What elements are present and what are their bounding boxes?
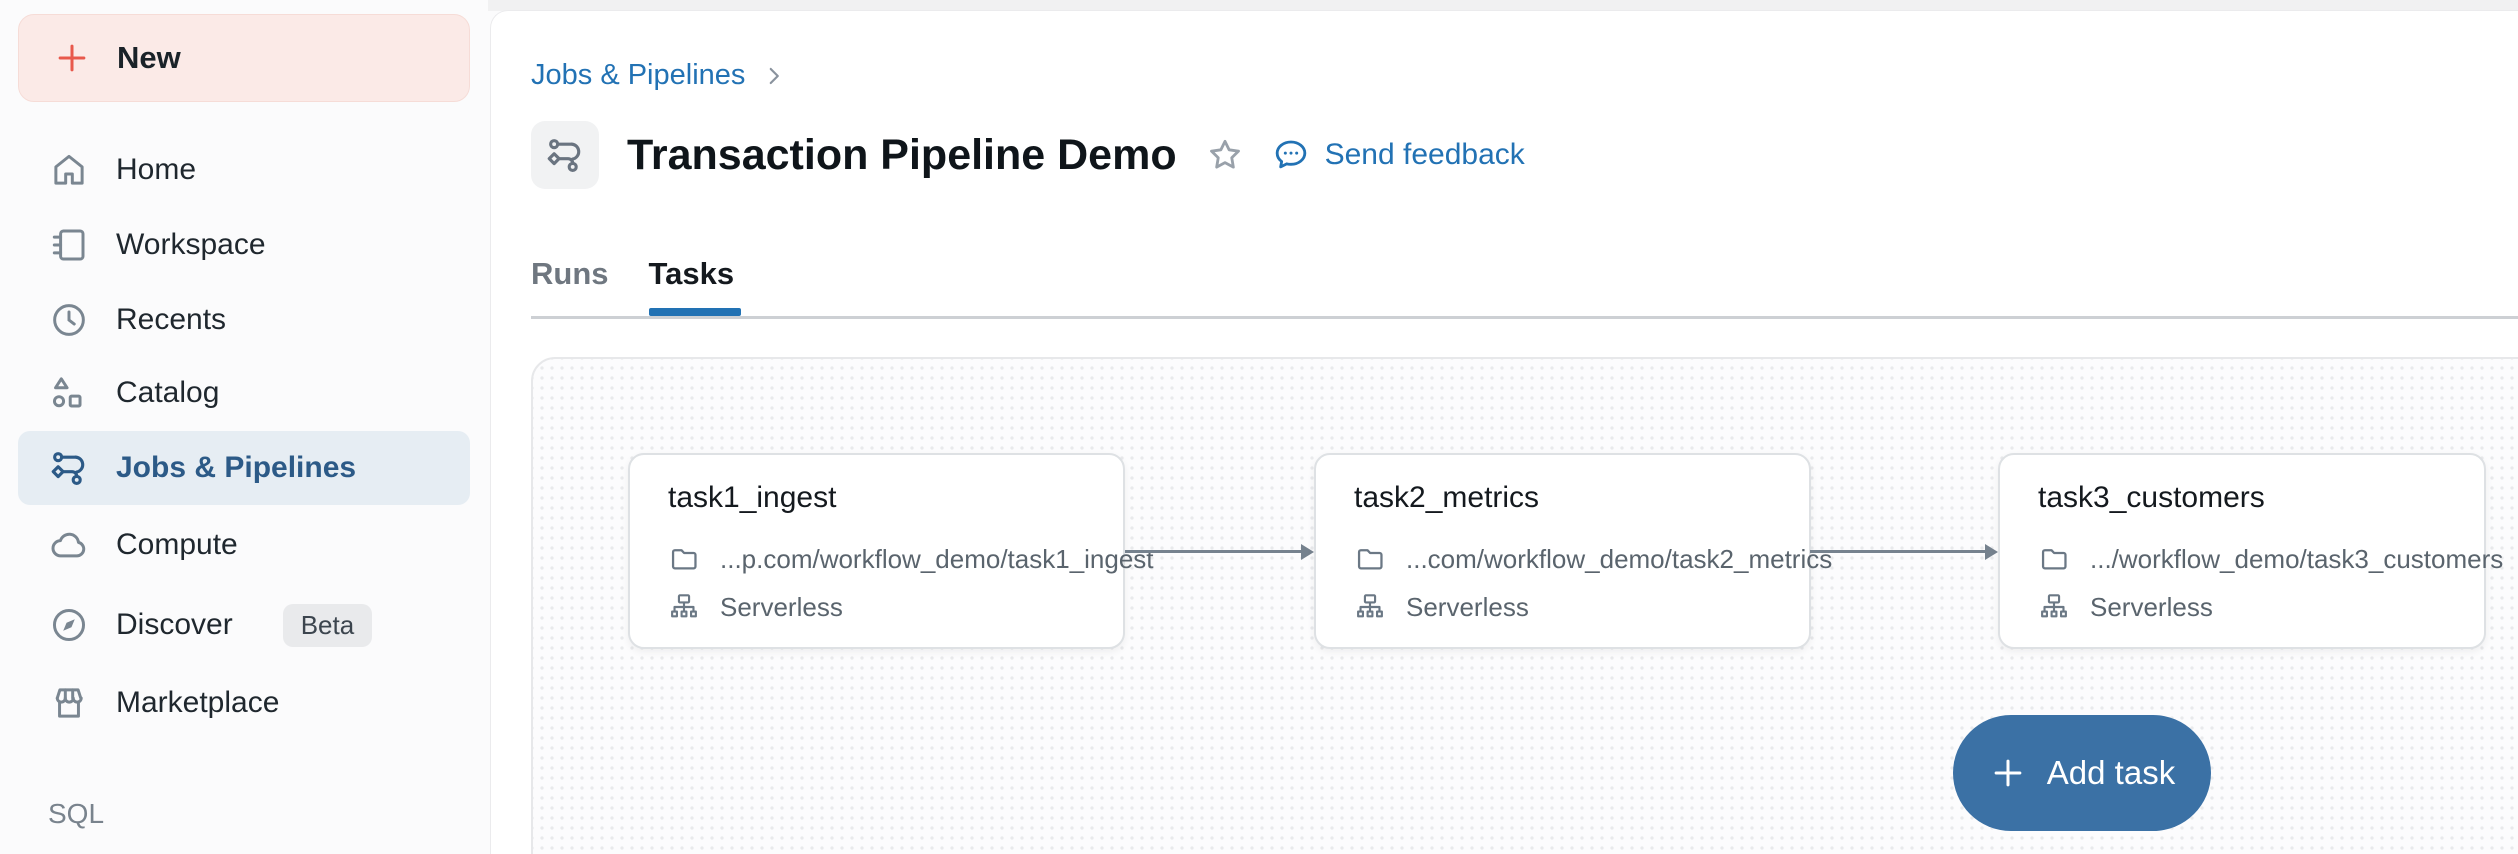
sidebar-item-label: Home xyxy=(116,153,197,186)
task-compute-row: Serverless xyxy=(2038,591,2446,623)
task-name: task1_ingest xyxy=(668,481,837,514)
tab-bar: Runs Tasks xyxy=(531,251,734,297)
breadcrumb: Jobs & Pipelines xyxy=(531,59,787,92)
sidebar-item-catalog[interactable]: Catalog xyxy=(18,356,470,430)
add-task-button[interactable]: Add task xyxy=(1953,715,2211,831)
home-icon xyxy=(48,149,90,191)
sidebar: New Home Workspace Recents Catalog xyxy=(0,0,490,854)
cluster-icon xyxy=(2038,591,2070,623)
sidebar-item-jobs-pipelines[interactable]: Jobs & Pipelines xyxy=(18,431,470,505)
task-path-row: ...p.com/workflow_demo/task1_ingest xyxy=(668,543,1154,575)
task-card-task3-customers[interactable]: task3_customers .../workflow_demo/task3_… xyxy=(1998,453,2503,649)
edge-task1-task2 xyxy=(1125,544,1314,558)
top-strip xyxy=(488,0,2518,11)
cluster-icon xyxy=(1354,591,1386,623)
folder-icon xyxy=(668,543,700,575)
sidebar-item-recents[interactable]: Recents xyxy=(18,283,470,357)
sidebar-item-marketplace[interactable]: Marketplace xyxy=(18,666,470,740)
task-path-row: ...com/workflow_demo/task2_metrics xyxy=(1354,543,1832,575)
compass-icon xyxy=(48,604,90,646)
plus-icon xyxy=(53,39,91,77)
folder-icon xyxy=(1354,543,1386,575)
sidebar-item-label: Workspace xyxy=(116,228,266,261)
sidebar-item-label: Catalog xyxy=(116,376,220,409)
task-compute-row: Serverless xyxy=(668,591,1085,623)
task-compute-row: Serverless xyxy=(1354,591,1771,623)
workflow-canvas[interactable]: task1_ingest ...p.com/workflow_demo/task… xyxy=(531,357,2518,854)
task-compute: Serverless xyxy=(720,591,843,622)
task-name: task3_customers xyxy=(2038,481,2265,514)
clock-icon xyxy=(48,299,90,341)
storefront-icon xyxy=(48,682,90,724)
chevron-right-icon xyxy=(761,63,787,89)
beta-badge: Beta xyxy=(282,603,373,647)
add-task-label: Add task xyxy=(2046,754,2176,791)
task-path: .../workflow_demo/task3_customers xyxy=(2090,543,2504,574)
sidebar-item-workspace[interactable]: Workspace xyxy=(18,208,470,282)
workspace-icon xyxy=(48,224,90,266)
task-card-task1-ingest[interactable]: task1_ingest ...p.com/workflow_demo/task… xyxy=(628,453,1154,649)
active-tab-underline xyxy=(649,308,741,316)
breadcrumb-jobs-pipelines[interactable]: Jobs & Pipelines xyxy=(531,59,746,91)
sidebar-section-sql: SQL xyxy=(48,798,105,829)
favorite-star-icon[interactable] xyxy=(1205,135,1245,175)
workflow-icon xyxy=(48,447,90,489)
sidebar-item-label: Marketplace xyxy=(116,686,280,719)
workflow-icon xyxy=(544,134,586,176)
tab-tasks[interactable]: Tasks xyxy=(648,256,735,291)
page-title: Transaction Pipeline Demo xyxy=(627,130,1177,179)
sidebar-item-label: Jobs & Pipelines xyxy=(116,451,357,484)
sidebar-item-compute[interactable]: Compute xyxy=(18,508,470,582)
plus-icon xyxy=(1989,754,2027,792)
speech-bubble-icon xyxy=(1271,135,1311,175)
pipeline-icon-tile xyxy=(531,121,599,189)
catalog-icon xyxy=(48,372,90,414)
sidebar-item-label: Discover xyxy=(116,608,233,641)
sidebar-item-discover[interactable]: Discover Beta xyxy=(18,588,470,662)
new-button-label: New xyxy=(117,40,181,75)
task-compute: Serverless xyxy=(2090,591,2213,622)
task-name: task2_metrics xyxy=(1354,481,1540,514)
task-path: ...p.com/workflow_demo/task1_ingest xyxy=(720,543,1154,574)
sidebar-item-label: Compute xyxy=(116,528,238,561)
sidebar-item-label: Recents xyxy=(116,303,227,336)
task-compute: Serverless xyxy=(1406,591,1529,622)
task-card-task2-metrics[interactable]: task2_metrics ...com/workflow_demo/task2… xyxy=(1314,453,1832,649)
task-path: ...com/workflow_demo/task2_metrics xyxy=(1406,543,1833,574)
send-feedback-link[interactable]: Send feedback xyxy=(1271,135,1525,175)
tab-runs[interactable]: Runs xyxy=(531,256,609,291)
cloud-icon xyxy=(48,524,90,566)
folder-icon xyxy=(2038,543,2070,575)
title-row: Transaction Pipeline Demo Send feedback xyxy=(531,115,1525,195)
tab-divider xyxy=(531,316,2518,319)
task-path-row: .../workflow_demo/task3_customers xyxy=(2038,543,2503,575)
sidebar-item-home[interactable]: Home xyxy=(18,133,470,207)
send-feedback-label: Send feedback xyxy=(1324,138,1525,171)
new-button[interactable]: New xyxy=(18,14,470,102)
edge-task2-task3 xyxy=(1810,544,1998,558)
main-panel: Jobs & Pipelines Transaction Pipeline De… xyxy=(490,10,2518,854)
cluster-icon xyxy=(668,591,700,623)
